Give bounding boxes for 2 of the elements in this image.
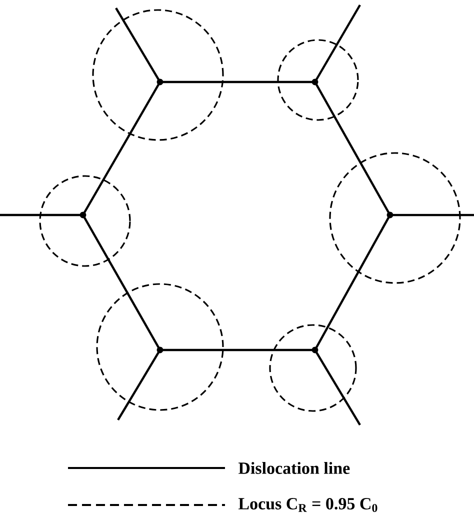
legend-label: Locus C$_{R}$ = 0.95 C$_{0}$ (238, 498, 378, 512)
legend-label: Dislocation line (238, 462, 350, 474)
